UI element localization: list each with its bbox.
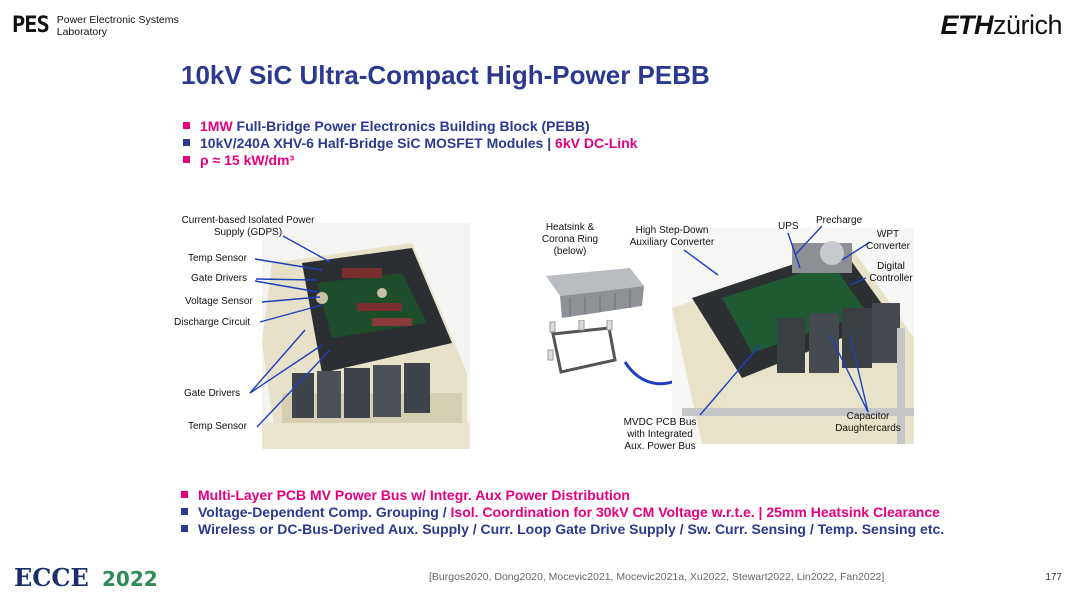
top-bullet-list: 1MW Full-Bridge Power Electronics Buildi… (183, 118, 638, 169)
bullet-square-icon (181, 491, 188, 498)
bullet-item: Wireless or DC-Bus-Derived Aux. Supply /… (181, 521, 944, 538)
references: [Burgos2020, Dong2020, Mocevic2021, Moce… (429, 571, 885, 583)
bullet-square-icon (183, 122, 190, 129)
bullet-square-icon (183, 139, 190, 146)
callout-temp-sensor-bottom: Temp Sensor (188, 421, 247, 432)
eth-zurich-logo: ETHzürich (940, 10, 1062, 40)
svg-text:ECCE: ECCE (14, 563, 89, 592)
bullet-square-icon (183, 156, 190, 163)
bullet-text: Full-Bridge Power Electronics Building B… (232, 118, 590, 134)
bottom-bullet-list: Multi-Layer PCB MV Power Bus w/ Integr. … (181, 487, 944, 538)
bullet-text: Multi-Layer PCB MV Power Bus w/ Integr. … (198, 487, 630, 503)
lab-name: Power Electronic Systems Laboratory (57, 14, 179, 38)
ecce-2022-logo: ECCE 2022 (14, 562, 174, 594)
lab-name-line1: Power Electronic Systems (56, 13, 179, 26)
bullet-item: Multi-Layer PCB MV Power Bus w/ Integr. … (181, 487, 944, 504)
bullet-text: Voltage-Dependent Comp. Grouping / (198, 504, 451, 520)
callout-gate-drivers-bottom: Gate Drivers (184, 388, 241, 399)
callout-wpt-converter: WPT Converter (866, 229, 910, 252)
bullet-text: 10kV/240A XHV-6 Half-Bridge SiC MOSFET M… (200, 135, 556, 151)
bullet-text: ρ ≈ 15 kW/dm³ (200, 152, 295, 168)
callout-discharge-circuit: Discharge Circuit (174, 317, 251, 328)
lab-name-line2: Laboratory (56, 25, 107, 38)
bullet-text: 6kV DC-Link (555, 135, 638, 151)
pes-logo: PES Power Electronic Systems Laboratory (12, 13, 179, 38)
svg-text:2022: 2022 (102, 567, 158, 591)
callout-gdps: Current-based Isolated Power Supply (GDP… (181, 215, 315, 238)
bullet-square-icon (181, 508, 188, 515)
bullet-item: 1MW Full-Bridge Power Electronics Buildi… (183, 118, 638, 135)
callout-digital-controller: Digital Controller (869, 261, 913, 284)
callout-aux-converter: High Step-Down Auxiliary Converter (629, 225, 715, 248)
bullet-text: Isol. Coordination for 30kV CM Voltage w… (450, 504, 940, 520)
bullet-item: Voltage-Dependent Comp. Grouping / Isol.… (181, 504, 944, 521)
callout-heatsink-corona-ring: Heatsink & Corona Ring (below) (541, 222, 599, 257)
callout-precharge: Precharge (816, 215, 863, 226)
pebb-photo-left (262, 223, 470, 449)
callout-temp-sensor-top: Temp Sensor (188, 253, 247, 264)
bullet-square-icon (181, 525, 188, 532)
callout-gate-drivers-top: Gate Drivers (191, 273, 248, 284)
callout-capacitor-daughtercards: Capacitor Daughtercards (835, 411, 901, 434)
heatsink-photo (540, 262, 648, 322)
callout-mvdc-pcb-bus: MVDC PCB Bus with Integrated Aux. Power … (623, 417, 697, 452)
page-number: 177 (1045, 572, 1062, 583)
callout-voltage-sensor: Voltage Sensor (185, 296, 253, 307)
slide-title: 10kV SiC Ultra-Compact High-Power PEBB (181, 60, 710, 90)
bullet-item: 10kV/240A XHV-6 Half-Bridge SiC MOSFET M… (183, 135, 638, 152)
bullet-text: 1MW (200, 118, 233, 134)
callout-ups: UPS (778, 221, 799, 232)
bullet-text: Wireless or DC-Bus-Derived Aux. Supply /… (198, 521, 945, 537)
bullet-item: ρ ≈ 15 kW/dm³ (183, 152, 638, 169)
pes-mark: PES (12, 13, 50, 38)
corona-ring-photo (545, 320, 620, 380)
